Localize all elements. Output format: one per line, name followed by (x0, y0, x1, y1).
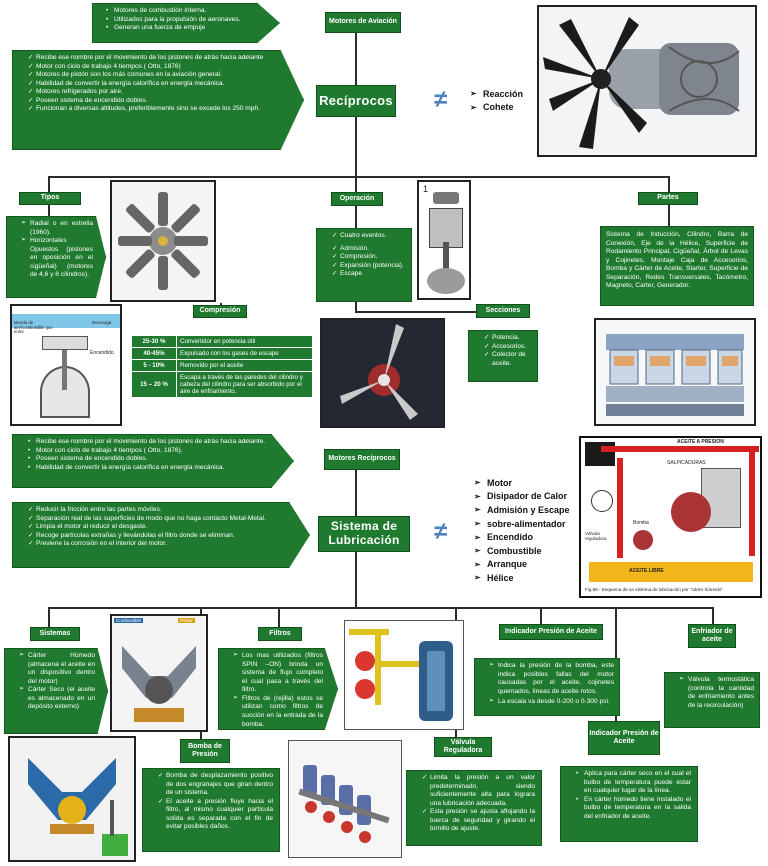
arrow-icon: ➢ (474, 505, 481, 515)
other-engine-types: ➢Reacción ➢Cohete (470, 88, 524, 113)
connector (355, 33, 357, 85)
lub-valve-label: Válvula reguladora (585, 531, 607, 541)
indicador-presion-box: Indica la presión de la bomba, este indi… (474, 658, 620, 716)
propeller-engine-image (320, 318, 445, 428)
valvula-label: Válvula Reguladora (434, 737, 492, 757)
arrow-icon: ➢ (474, 546, 481, 556)
oil-filter-diagram (344, 620, 464, 730)
arrow-icon: ➢ (474, 478, 481, 488)
not-equal-icon: ≠ (434, 518, 448, 545)
lubrication-components: ➢Motor ➢Disipador de Calor ➢Admisión y E… (474, 477, 570, 583)
arrow-icon: ➢ (474, 532, 481, 542)
piston-right-label: Encendido (90, 350, 114, 356)
connector (712, 607, 714, 625)
connector (355, 176, 357, 192)
connector (355, 552, 357, 608)
indicador-temp-box: Aplica para cárter seco en el cual el bu… (560, 766, 698, 842)
sistema-lubricacion-title: Sistema de Lubricación (318, 516, 410, 552)
motores-reciprocos-label: Motores Recíprocos (324, 449, 400, 470)
secciones-box: Potencia. Accesorios. Colector de aceite… (468, 330, 538, 382)
operacion-label: Operación (331, 192, 383, 206)
enfriador-label: Enfriador de aceite (688, 624, 736, 648)
compresion-table: 25-30 %Convertidor en potencia útil 40-4… (131, 335, 313, 398)
table-row: 5 - 10%Removido por el aceite (131, 359, 313, 372)
tipos-label: Tipos (19, 192, 81, 205)
arrow-icon: ➢ (474, 573, 481, 583)
table-row: 40-45%Expulsado con los gases de escape (131, 347, 313, 360)
partes-label: Partes (638, 192, 698, 205)
arrow-icon: ➢ (470, 89, 477, 99)
connector (355, 300, 357, 312)
lubrication-purpose-box: Reducir la fricción entre las partes móv… (12, 502, 310, 568)
bomba-box: Bomba de desplazamiento positivo de dos … (142, 768, 280, 852)
four-stroke-image: 1 (417, 180, 471, 300)
crankshaft-image (288, 740, 402, 858)
indicador-temp-label: Indicador Presión de Aceite (588, 721, 660, 755)
operacion-box: Cuatro eventos. Admisión. Compresión. Ex… (316, 228, 412, 302)
reciprocos-title: Recíprocos (316, 85, 396, 117)
filtros-box: Los mas utilizados (filtros SPIN –ON) br… (218, 648, 338, 730)
connector (540, 607, 542, 625)
arrow-icon: ➢ (470, 102, 477, 112)
piston-top-label: Descarga (92, 320, 112, 325)
reciprocos-description: Recibe ese nombre por el movimiento de l… (12, 50, 304, 150)
reciprocos2-box: Recibe ese nombre por el movimiento de l… (12, 434, 294, 488)
connector (48, 607, 50, 629)
connector (355, 117, 357, 177)
connector (668, 176, 670, 192)
lub-header-label: ACEITE A PRESION (677, 439, 724, 445)
valvula-box: Limita la presión a un valor predetermin… (406, 770, 542, 846)
lubrication-schematic: ACEITE A PRESION SALPICADURAS Bomba Válv… (579, 436, 762, 598)
bomba-label: Bomba de Presión (180, 739, 230, 763)
intro-box: Motores de combustión interna. Utilizado… (92, 3, 280, 43)
arrow-icon: ➢ (474, 491, 481, 501)
connector (355, 311, 495, 313)
sistemas-img-left-label: Combustible (114, 618, 144, 623)
operation-number: 1 (423, 184, 429, 194)
connector (48, 607, 713, 609)
indicador-presion-label: Indicador Presión de Aceite (499, 624, 603, 640)
radial-engine-image (110, 180, 216, 302)
filtros-label: Filtros (258, 627, 302, 641)
engine-photo (537, 5, 757, 157)
tipos-box: Radial o en estrella (1960). Horizontale… (6, 216, 106, 298)
partes-box: Sistema de Inducción, Cilindro, Barra de… (600, 226, 754, 306)
not-equal-icon: ≠ (434, 86, 448, 113)
connector (668, 204, 670, 226)
sistemas-img-right-label: Pulsar (178, 618, 195, 623)
engine-cutaway-image (594, 318, 756, 426)
table-row: 25-30 %Convertidor en potencia útil (131, 335, 313, 348)
secciones-label: Secciones (476, 304, 530, 318)
wet-sump-engine-image: Combustible Pulsar (110, 614, 208, 732)
compresion-label: Compresión (193, 305, 247, 318)
table-row: 15 – 20 %Escapa a través de las paredes … (131, 371, 313, 398)
arrow-icon: ➢ (474, 519, 481, 529)
connector (355, 468, 357, 516)
lub-pan-label: SALPICADURAS (667, 460, 706, 466)
arrow-icon: ➢ (474, 559, 481, 569)
connector (48, 204, 50, 216)
motores-aviacion-label: Motores de Aviación (325, 12, 401, 33)
piston-left-label: Mezcla de aire/combustible que entra (14, 320, 53, 335)
lub-pump-label: Bomba (633, 520, 649, 526)
piston-diagram: Mezcla de aire/combustible que entra Des… (10, 304, 122, 426)
sistemas-label: Sistemas (30, 627, 80, 641)
enfriador-box: Válvula termostática (controla la cantid… (664, 672, 760, 728)
connector (355, 206, 357, 228)
connector (278, 607, 280, 627)
lub-free-label: ACEITE LIBRE (629, 568, 664, 574)
connector (48, 176, 670, 178)
lub-caption: Fig.58 - Esquema de un sistema de lubric… (585, 587, 725, 592)
sistemas-box: Cárter Húmedo (almacena el aceite en un … (4, 648, 108, 734)
connector (48, 176, 50, 192)
dry-sump-image (8, 736, 136, 862)
